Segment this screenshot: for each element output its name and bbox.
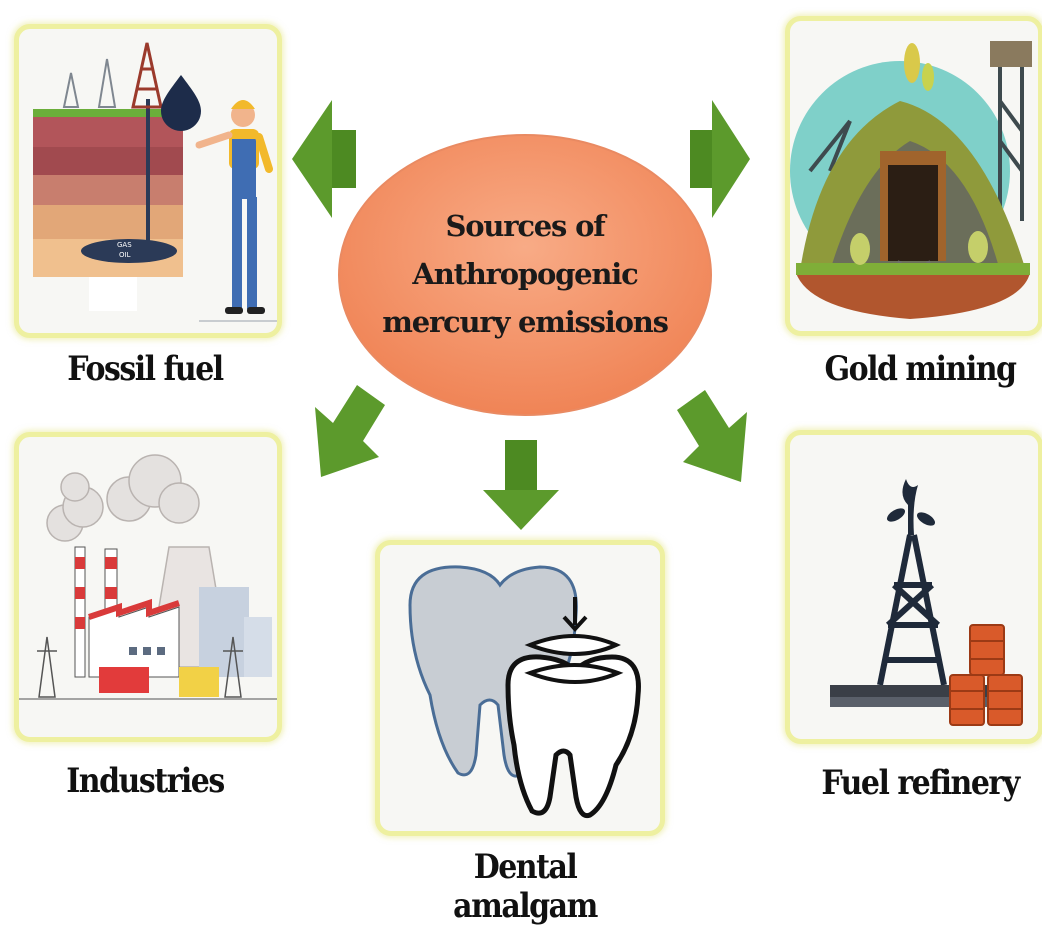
factory-illustration xyxy=(19,454,277,700)
gas-label: GAS xyxy=(117,241,132,249)
gold-mine-illustration xyxy=(790,41,1032,319)
oil-label: OIL xyxy=(119,251,131,259)
oil-rig-barrels-illustration xyxy=(830,479,1023,726)
fuel-refinery-label: Fuel refinery xyxy=(821,763,1020,804)
arrow-to-fossil-fuel xyxy=(292,100,356,218)
center-topic: Sources of Anthropogenic mercury emissio… xyxy=(335,130,715,420)
arrow-to-fuel-refinery xyxy=(677,390,747,482)
industries-card xyxy=(14,432,282,742)
arrow-to-gold-mining xyxy=(690,100,750,218)
arrow-to-industries xyxy=(315,385,385,477)
center-title-line-1: Sources of xyxy=(445,209,606,243)
gold-mining-label: Gold mining xyxy=(824,349,1017,390)
gold-mining-card xyxy=(785,16,1042,336)
dental-amalgam-label: Dental amalgam xyxy=(453,847,598,926)
tooth-filling-illustration xyxy=(408,565,641,819)
fuel-refinery-card xyxy=(785,430,1042,744)
center-title-line-2: Anthropogenic xyxy=(412,257,638,291)
fossil-fuel-card: GAS OIL xyxy=(14,24,282,338)
dental-amalgam-card xyxy=(375,540,665,836)
oil-well-worker-illustration: GAS OIL xyxy=(33,42,277,322)
fossil-fuel-label: Fossil fuel xyxy=(67,349,224,390)
center-ellipse xyxy=(338,134,712,416)
arrow-to-dental-amalgam xyxy=(483,440,559,530)
center-title: Sources of Anthropogenic mercury emissio… xyxy=(335,202,715,346)
industries-label: Industries xyxy=(66,761,225,802)
center-title-line-3: mercury emissions xyxy=(382,305,669,339)
